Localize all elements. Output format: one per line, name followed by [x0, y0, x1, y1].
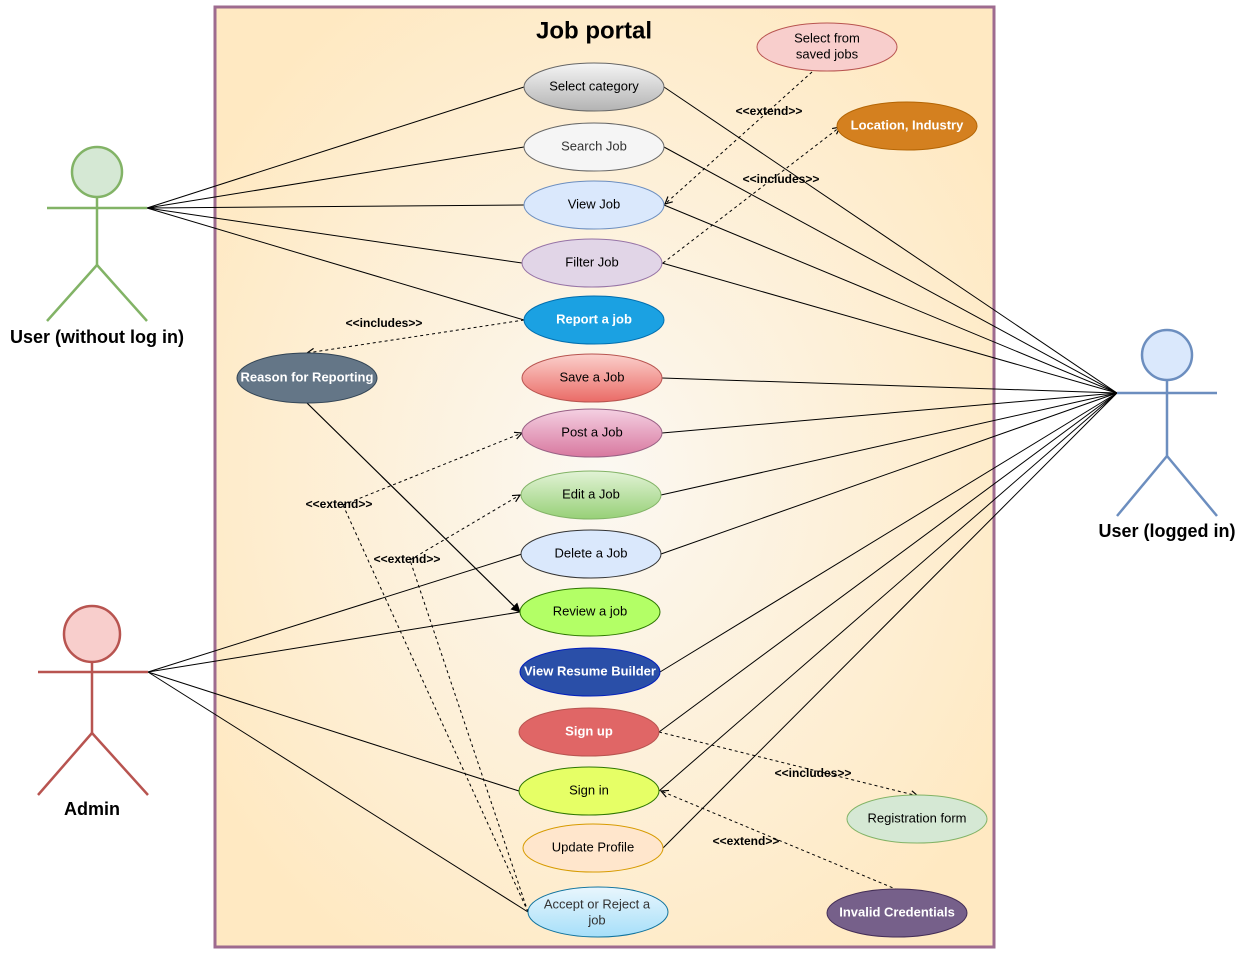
admin-associations	[147, 553, 529, 913]
actor-admin	[37, 604, 149, 796]
actor-user-label: User (logged in)	[1098, 521, 1235, 541]
use-case-label: Select category	[549, 78, 639, 93]
use-case-invalid-credentials: Invalid Credentials	[826, 888, 968, 938]
assoc-user-delete-job	[660, 392, 1118, 555]
actor-guest-label: User (without log in)	[10, 327, 184, 347]
use-case-label: Delete a Job	[555, 545, 628, 560]
assoc-admin-sign-in	[147, 671, 520, 792]
label-includes-reason: <<includes>>	[346, 316, 423, 330]
guest-associations	[146, 86, 525, 321]
use-case-select-category: Select category	[523, 62, 665, 112]
use-case-label-line2: job	[587, 912, 605, 927]
dep-extend-edit-b	[409, 559, 529, 913]
assoc-admin-review-job	[147, 611, 521, 673]
actor-head	[70, 145, 124, 199]
dep-extend-saved-jobs	[665, 71, 813, 204]
assoc-user-edit-job	[660, 392, 1118, 496]
actor-head	[1140, 328, 1194, 382]
dep-extend-invalid	[661, 791, 899, 891]
use-case-label: Invalid Credentials	[839, 904, 955, 919]
use-case-reason-reporting: Reason for Reporting	[236, 352, 378, 404]
assoc-user-select-category	[663, 86, 1118, 394]
label-includes-location: <<includes>>	[743, 172, 820, 186]
use-case-report-job: Report a job	[523, 295, 665, 345]
use-case-resume-builder: View Resume Builder	[519, 647, 661, 697]
label-extend-edit: <<extend>>	[374, 552, 441, 566]
use-case-label-line2: saved jobs	[796, 46, 859, 61]
use-case-label: View Resume Builder	[524, 663, 656, 678]
assoc-guest-report-job	[146, 207, 525, 321]
use-case-save-job: Save a Job	[521, 353, 663, 403]
dependencies	[307, 71, 918, 913]
system-title: Job portal	[536, 17, 652, 44]
assoc-user-post-job	[661, 392, 1118, 434]
use-case-label: Edit a Job	[562, 486, 620, 501]
assoc-guest-search-job	[146, 146, 525, 209]
use-case-update-profile: Update Profile	[522, 823, 664, 873]
use-case-post-job: Post a Job	[521, 408, 663, 458]
use-case-label: Filter Job	[565, 254, 618, 269]
use-case-label: Select from	[794, 30, 860, 45]
use-case-edit-job: Edit a Job	[520, 470, 662, 520]
use-case-label: Review a job	[553, 603, 627, 618]
use-case-filter-job: Filter Job	[521, 238, 663, 288]
use-case-registration-form: Registration form	[846, 794, 988, 844]
use-case-search-job: Search Job	[523, 122, 665, 172]
actor-logged-in-user	[1116, 328, 1218, 517]
assoc-guest-view-job	[146, 204, 525, 209]
assoc-user-filter-job	[661, 262, 1118, 394]
use-case-label: Save a Job	[559, 369, 624, 384]
label-extend-saved: <<extend>>	[736, 104, 803, 118]
actor-head	[62, 604, 122, 664]
dep-extend-post-a	[342, 433, 522, 506]
use-case-review-job: Review a job	[519, 587, 661, 637]
use-case-label: Sign in	[569, 782, 609, 797]
use-case-location-industry: Location, Industry	[836, 101, 978, 151]
assoc-user-search-job	[663, 146, 1118, 394]
assoc-admin-delete-job	[147, 553, 523, 673]
assoc-admin-accept-reject	[147, 671, 529, 913]
use-case-label: Accept or Reject a	[544, 896, 651, 911]
use-case-label: Reason for Reporting	[241, 369, 374, 384]
use-case-label: Update Profile	[552, 839, 634, 854]
dep-includes-location	[662, 127, 840, 264]
use-case-accept-reject-job: Accept or Reject a job	[527, 886, 669, 938]
use-case-label: Registration form	[868, 810, 967, 825]
label-extend-invalid: <<extend>>	[713, 834, 780, 848]
user-associations	[658, 86, 1118, 849]
label-extend-post: <<extend>>	[306, 497, 373, 511]
actor-guest-user	[46, 145, 148, 322]
assoc-user-resume-builder	[659, 392, 1118, 673]
assoc-user-sign-up	[658, 392, 1118, 733]
assoc-user-save-job	[661, 377, 1118, 394]
label-includes-registration: <<includes>>	[775, 766, 852, 780]
use-case-delete-job: Delete a Job	[520, 529, 662, 579]
use-case-view-job: View Job	[523, 180, 665, 230]
assoc-user-sign-in	[658, 392, 1118, 792]
use-case-sign-up: Sign up	[518, 707, 660, 757]
dep-extend-post-b	[342, 504, 529, 913]
assoc-user-update-profile	[662, 392, 1118, 849]
actor-admin-label: Admin	[64, 799, 120, 819]
assoc-guest-select-category	[146, 86, 525, 209]
use-case-label: Search Job	[561, 138, 627, 153]
use-case-saved-jobs: Select from saved jobs	[756, 22, 898, 72]
dep-includes-registration	[658, 731, 918, 796]
use-case-label: Location, Industry	[851, 117, 964, 132]
use-case-label: Post a Job	[561, 424, 622, 439]
assoc-user-view-job	[663, 204, 1118, 394]
flow-reason-to-review	[306, 402, 521, 613]
use-case-label: View Job	[568, 196, 621, 211]
assoc-guest-filter-job	[146, 207, 523, 264]
use-case-label: Sign up	[565, 723, 613, 738]
dep-includes-reason	[307, 319, 525, 353]
use-case-label: Report a job	[556, 311, 632, 326]
use-case-sign-in: Sign in	[518, 766, 660, 816]
